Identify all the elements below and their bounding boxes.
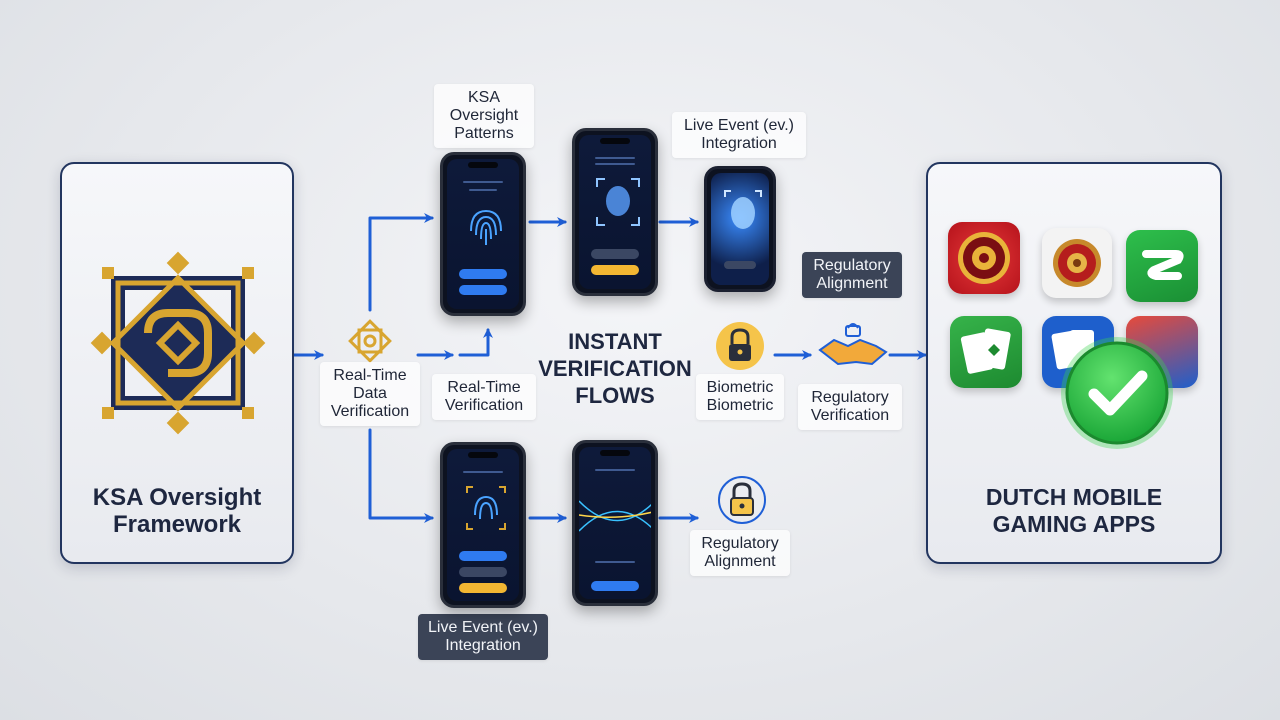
live-event-top-label: Live Event (ev.)Integration <box>672 112 806 158</box>
phone-data-stream <box>572 440 658 606</box>
dutch-apps-panel: DUTCH MOBILE GAMING APPS <box>926 162 1222 564</box>
label-line: Biometric <box>706 397 774 414</box>
dutch-title-line2: GAMING APPS <box>992 511 1156 537</box>
label-line: Live Event (ev.) <box>428 619 538 636</box>
label-line: Regulatory <box>701 535 779 552</box>
cards-app-tile[interactable] <box>950 316 1022 388</box>
gold-knot-icon <box>348 319 392 363</box>
label-line: Verification <box>444 397 524 414</box>
label-line: Real-Time <box>447 379 521 396</box>
label-line: Patterns <box>454 125 514 142</box>
checkmark-badge-icon <box>1061 337 1173 449</box>
data-stream-icon <box>579 500 651 532</box>
roulette-wheel-app-tile[interactable] <box>1042 228 1112 298</box>
fingerprint-icon <box>466 486 506 530</box>
padlock-icon <box>716 322 764 370</box>
label-line: Real-Time <box>333 367 407 384</box>
label-line: FLOWS <box>575 383 655 408</box>
ksa-emblem-icon <box>90 251 266 435</box>
roulette-icon <box>1053 239 1101 287</box>
phone-face-glow <box>704 166 776 292</box>
face-scan-icon <box>724 190 762 229</box>
label-line: Alignment <box>704 553 776 570</box>
phone-face-scan-top <box>572 128 658 296</box>
label-line: Integration <box>701 135 777 152</box>
padlock-icon <box>718 476 766 524</box>
label-line: Oversight <box>449 107 519 124</box>
label-line: VERIFICATION <box>538 356 692 381</box>
handshake-icon <box>818 323 888 366</box>
cards-icon <box>960 328 1011 374</box>
label-line: Live Event (ev.) <box>684 117 794 134</box>
label-line: Verification <box>330 403 410 420</box>
label-line: Data <box>353 385 387 402</box>
roulette-icon <box>958 232 1010 284</box>
ksa-title-line1: KSA Oversight <box>92 484 262 511</box>
label-line: Alignment <box>816 275 888 292</box>
label-line: Regulatory <box>813 257 891 274</box>
face-scan-icon <box>596 178 640 226</box>
fingerprint-icon <box>470 209 502 245</box>
dutch-title-line1: DUTCH MOBILE <box>985 484 1163 510</box>
label-line: KSA <box>467 89 500 106</box>
label-line: Biometric <box>706 379 774 396</box>
label-line: Regulatory <box>811 389 889 406</box>
live-event-bottom-label: Live Event (ev.)Integration <box>418 614 548 660</box>
label-line: Verification <box>810 407 890 424</box>
logo-s-icon <box>1142 250 1184 280</box>
phone-fingerprint-bottom <box>440 442 526 608</box>
logo-app-tile[interactable] <box>1126 230 1198 302</box>
ksa-framework-panel: KSA Oversight Framework <box>60 162 294 564</box>
label-line: INSTANT <box>568 329 662 354</box>
label-line: Integration <box>445 637 521 654</box>
roulette-app-tile[interactable] <box>948 222 1020 294</box>
phone-fingerprint-top <box>440 152 526 316</box>
ksa-title-line2: Framework <box>112 511 242 538</box>
